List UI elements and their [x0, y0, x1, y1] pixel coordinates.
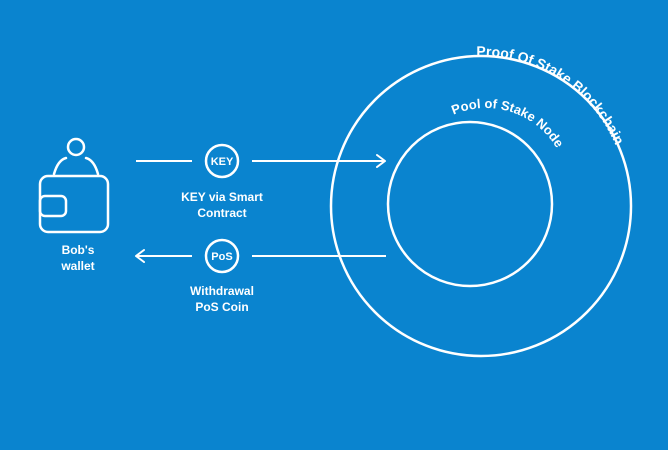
pos-badge-text: PoS: [211, 251, 232, 263]
key-badge-text: KEY: [211, 156, 234, 168]
outer-ring: [329, 54, 633, 358]
wallet-body-icon: [38, 174, 110, 234]
key-badge-circle: [204, 143, 240, 179]
wallet-label: Bob's wallet: [61, 243, 95, 273]
key-flow-label: KEY via Smart Contract: [181, 190, 263, 220]
inner-ring: [386, 120, 554, 288]
wallet-clasp-icon: [38, 194, 68, 218]
user-shoulders-icon: [52, 156, 100, 176]
pos-badge-circle: [204, 238, 240, 274]
wallet-user-icon: [38, 137, 110, 234]
user-head-icon: [66, 137, 86, 157]
key-arrowhead-icon: [376, 154, 386, 168]
pos-flow-label: Withdrawal PoS Coin: [190, 284, 254, 314]
